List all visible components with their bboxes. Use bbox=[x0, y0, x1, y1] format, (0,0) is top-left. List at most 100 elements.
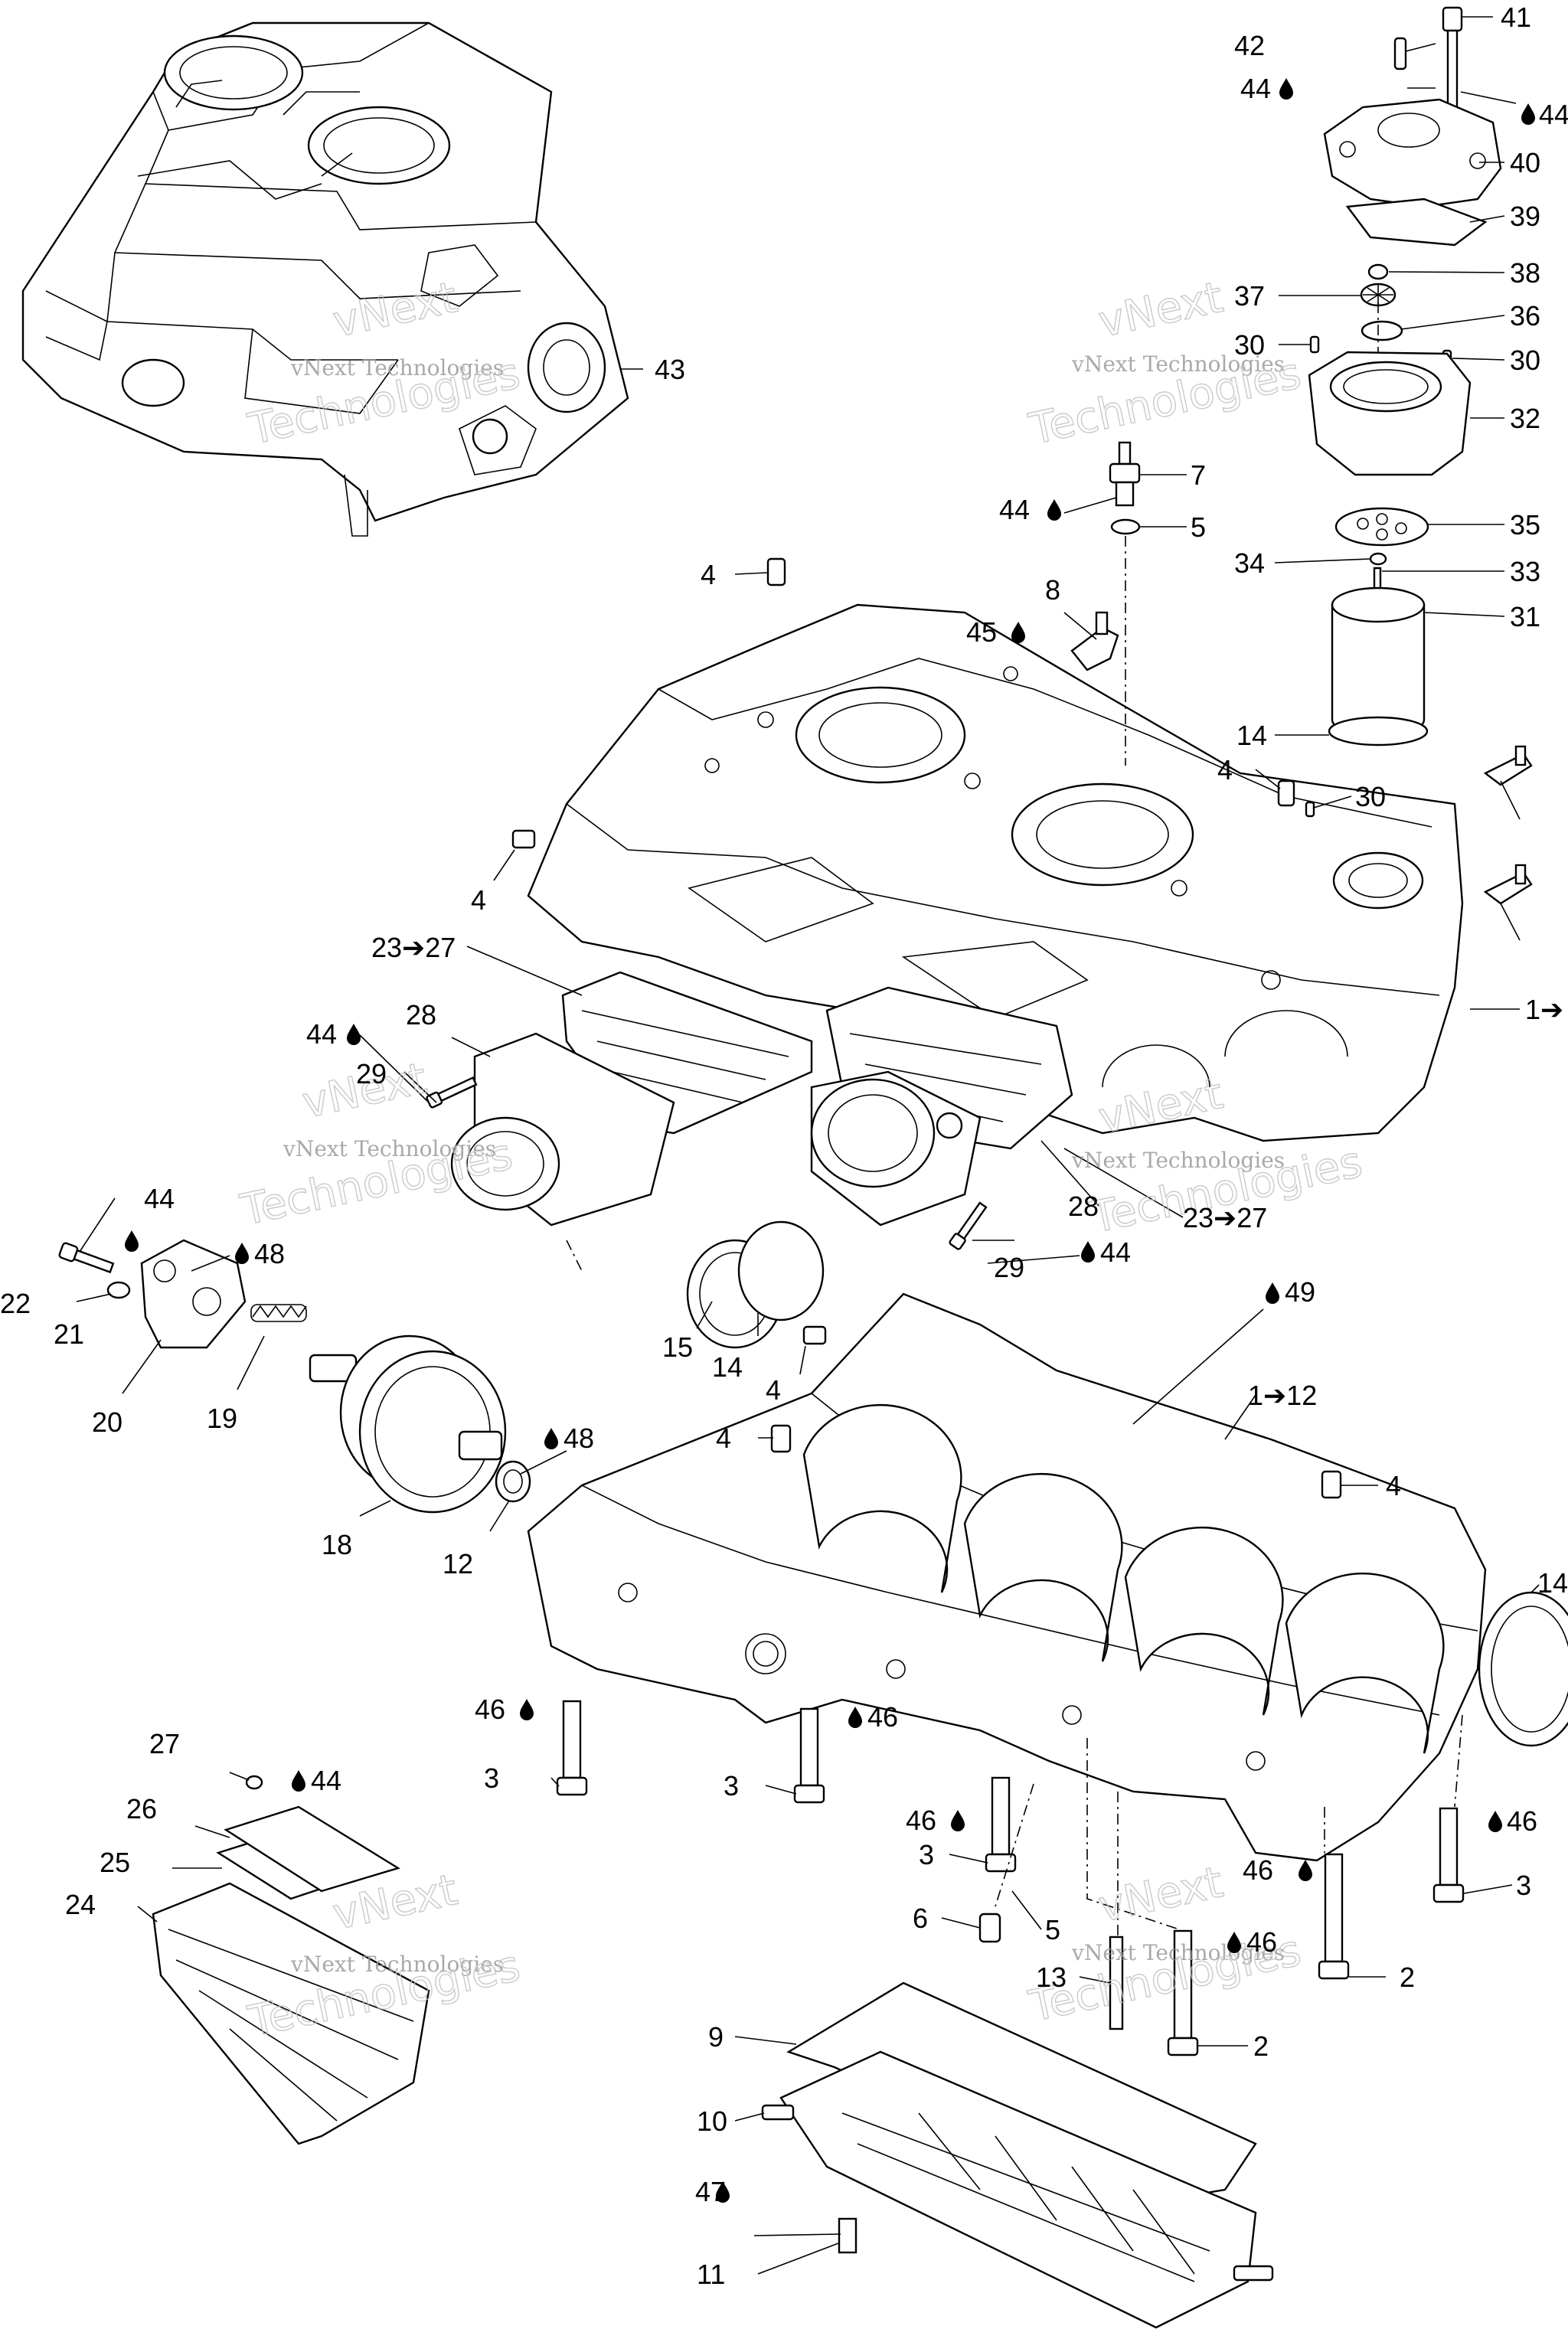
callout-44: 44 bbox=[999, 494, 1030, 525]
callout-4: 4 bbox=[471, 884, 486, 916]
callout-3: 3 bbox=[1516, 1870, 1531, 1901]
callout-23-27: 23➔27 bbox=[1183, 1202, 1267, 1233]
oil-drop-icon bbox=[1227, 1932, 1241, 1953]
callout-46: 46 bbox=[867, 1701, 898, 1733]
callout-32: 32 bbox=[1510, 403, 1540, 434]
callout-43: 43 bbox=[655, 354, 685, 385]
callout-10: 10 bbox=[697, 2105, 727, 2137]
assembly-axis-lines bbox=[566, 302, 1463, 1937]
callout-34: 34 bbox=[1234, 547, 1265, 579]
callout-6: 6 bbox=[913, 1903, 928, 1934]
callout-44: 44 bbox=[1539, 99, 1568, 130]
callout-26: 26 bbox=[126, 1793, 157, 1824]
watermark-text: vNext Technologies bbox=[1071, 1940, 1285, 1965]
callout-4: 4 bbox=[766, 1374, 781, 1406]
callout-44: 44 bbox=[306, 1018, 337, 1050]
callout-2: 2 bbox=[1400, 1962, 1415, 1993]
callout-49: 49 bbox=[1285, 1276, 1315, 1308]
upper-crankcase-illustration bbox=[511, 557, 1464, 1142]
callout-14: 14 bbox=[712, 1351, 743, 1383]
callout-13: 13 bbox=[1036, 1962, 1067, 1993]
callout-30: 30 bbox=[1234, 329, 1265, 361]
callout-42: 42 bbox=[1234, 30, 1265, 61]
callout-35: 35 bbox=[1510, 509, 1540, 541]
oil-drop-icon bbox=[1081, 1241, 1095, 1263]
callout-46: 46 bbox=[475, 1694, 505, 1725]
callout-21: 21 bbox=[54, 1318, 84, 1350]
intake-manifold-illustration bbox=[426, 971, 1073, 1349]
callout-1: 1➔ bbox=[1525, 994, 1563, 1025]
callout-29: 29 bbox=[994, 1252, 1024, 1283]
callout-27: 27 bbox=[149, 1728, 180, 1759]
oil-drop-icon bbox=[1521, 103, 1535, 125]
oil-drop-icon bbox=[1279, 78, 1293, 100]
callout-3: 3 bbox=[919, 1839, 934, 1870]
watermark-text: vNext bbox=[1094, 1857, 1227, 1932]
callout-18: 18 bbox=[322, 1529, 352, 1560]
crankcase-bolts-illustration bbox=[556, 1700, 1465, 2056]
callout-46: 46 bbox=[906, 1805, 936, 1836]
callout-44: 44 bbox=[1100, 1236, 1131, 1268]
callout-11: 11 bbox=[697, 2259, 725, 2290]
oil-drop-icon bbox=[1488, 1811, 1502, 1832]
callout-3: 3 bbox=[484, 1762, 499, 1794]
callout-36: 36 bbox=[1510, 300, 1540, 332]
callout-31: 31 bbox=[1510, 601, 1540, 632]
callout-46: 46 bbox=[1507, 1805, 1537, 1837]
watermark-text: vNext Technologies bbox=[1071, 1148, 1285, 1173]
callout-44: 44 bbox=[311, 1765, 341, 1796]
callout-8: 8 bbox=[1045, 574, 1060, 606]
watermark-text: vNext bbox=[1094, 273, 1227, 348]
callout-46: 46 bbox=[1243, 1854, 1273, 1886]
water-pump-housing-parts bbox=[1070, 6, 1533, 905]
callout-4: 4 bbox=[716, 1423, 731, 1454]
callout-41: 41 bbox=[1501, 2, 1531, 33]
callout-20: 20 bbox=[92, 1406, 122, 1438]
oil-drop-icon bbox=[1047, 499, 1061, 521]
callout-48: 48 bbox=[254, 1238, 285, 1269]
callout-29: 29 bbox=[356, 1058, 387, 1089]
oil-drop-icon bbox=[520, 1699, 534, 1720]
oil-drop-icon bbox=[1298, 1860, 1312, 1881]
callout-28: 28 bbox=[406, 999, 436, 1031]
callout-2: 2 bbox=[1253, 2030, 1269, 2062]
callout-1-12: 1➔12 bbox=[1248, 1380, 1317, 1411]
watermark-text: vNext Technologies bbox=[1071, 351, 1285, 377]
callout-48: 48 bbox=[564, 1423, 594, 1454]
watermark-text: vNext Technologies bbox=[290, 1952, 504, 1977]
callout-19: 19 bbox=[207, 1403, 237, 1434]
callout-37: 37 bbox=[1234, 280, 1265, 312]
callout-33: 33 bbox=[1510, 556, 1540, 587]
oil-drop-icon bbox=[125, 1230, 139, 1252]
oil-drop-icon bbox=[544, 1428, 558, 1449]
callout-5: 5 bbox=[1191, 511, 1206, 543]
callout-44: 44 bbox=[144, 1183, 175, 1214]
engine-assembly-illustration bbox=[21, 21, 629, 537]
callout-4: 4 bbox=[701, 559, 716, 590]
reed-valve-detail-illustration bbox=[152, 1775, 430, 2145]
oil-drop-icon bbox=[848, 1707, 862, 1728]
callout-47: 47 bbox=[695, 2176, 726, 2207]
watermark-text: vNext Technologies bbox=[290, 355, 504, 381]
oil-drop-icon bbox=[1266, 1282, 1279, 1304]
callout-44: 44 bbox=[1240, 73, 1271, 104]
callout-12: 12 bbox=[443, 1548, 473, 1579]
callout-38: 38 bbox=[1510, 257, 1540, 289]
callout-3: 3 bbox=[724, 1770, 739, 1802]
callout-4: 4 bbox=[1217, 754, 1233, 786]
callout-14: 14 bbox=[1537, 1567, 1568, 1599]
lower-crankcase-illustration bbox=[527, 1292, 1568, 1862]
callout-4: 4 bbox=[1386, 1470, 1401, 1501]
callout-23-27: 23➔27 bbox=[371, 932, 456, 963]
callout-22: 22 bbox=[0, 1288, 31, 1319]
callout-14: 14 bbox=[1236, 720, 1267, 751]
callout-30: 30 bbox=[1355, 781, 1386, 812]
oil-drop-icon bbox=[1011, 622, 1025, 643]
callout-24: 24 bbox=[65, 1889, 96, 1920]
callout-5: 5 bbox=[1045, 1914, 1060, 1945]
rotary-valve-cover-illustration bbox=[761, 1981, 1274, 2329]
part-callouts: 41 42 44 44 40 39 38 37 36 30 30 32 43 7… bbox=[0, 2, 1568, 2290]
callout-9: 9 bbox=[708, 2021, 724, 2053]
callout-45: 45 bbox=[966, 616, 997, 648]
